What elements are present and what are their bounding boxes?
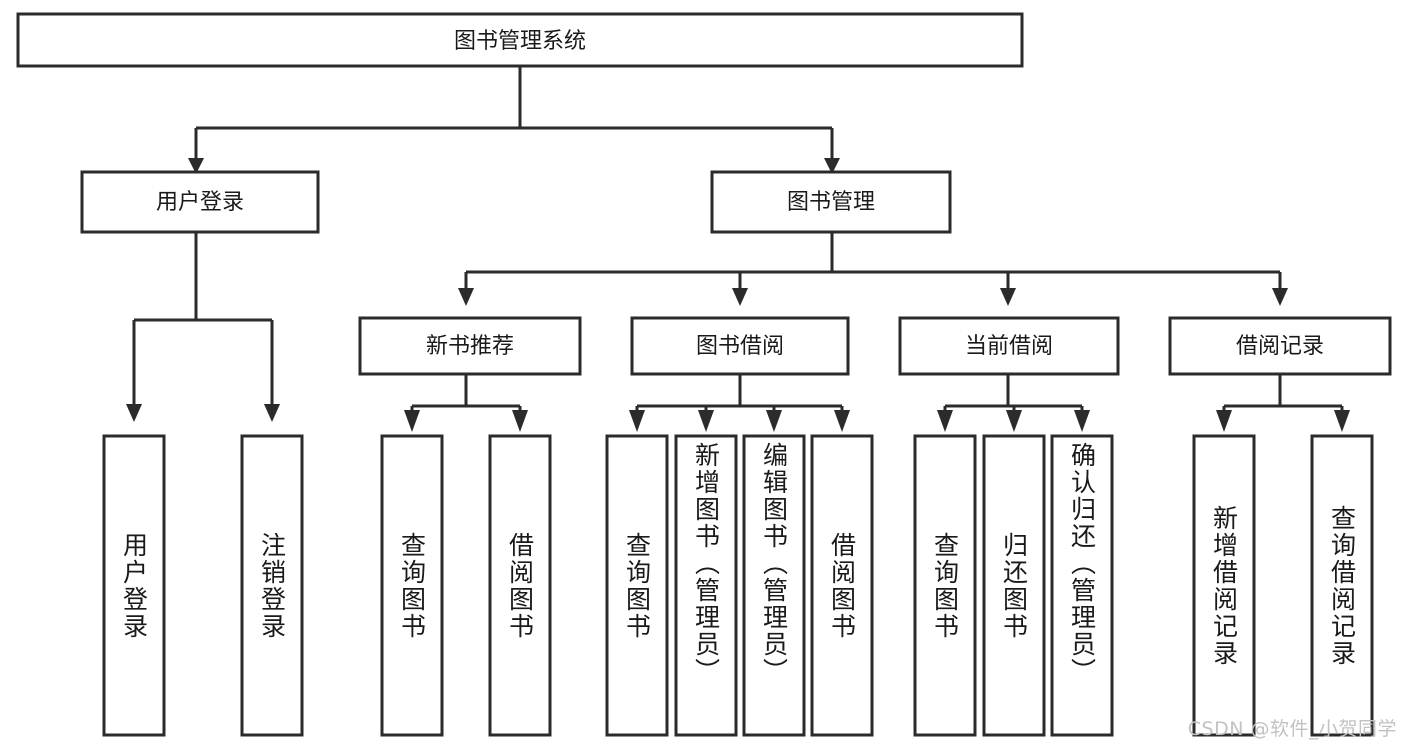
leaf-borrow-book-2[interactable] (810, 434, 874, 737)
node-book-management[interactable]: 图书管理 (710, 170, 952, 234)
connector-bookborrow-to-leaves (629, 374, 850, 432)
connector-currentborrow-to-leaves (937, 374, 1090, 432)
node-user-login[interactable]: 用户登录 (80, 170, 320, 234)
leaf-confirm-return[interactable] (1050, 434, 1114, 737)
leaf-add-record[interactable] (1192, 434, 1256, 737)
node-borrow-record[interactable]: 借阅记录 (1168, 316, 1392, 376)
node-book-borrow[interactable]: 图书借阅 (630, 316, 850, 376)
node-borrow-record-label: 借阅记录 (1236, 334, 1324, 359)
leaf-query-book-3[interactable] (913, 434, 977, 737)
node-book-management-label: 图书管理 (787, 190, 875, 215)
watermark-text: CSDN @软件_小贺同学 (1187, 718, 1397, 740)
node-current-borrow-label: 当前借阅 (965, 334, 1053, 359)
leaf-user-login[interactable] (102, 434, 166, 737)
connector-bookmgmt-to-level3 (458, 232, 1288, 306)
leaf-logout-login[interactable] (240, 434, 304, 737)
node-root[interactable]: 图书管理系统 (16, 12, 1024, 68)
leaf-return-book[interactable] (982, 434, 1046, 737)
connector-newbook-to-leaves (404, 374, 528, 432)
node-user-login-label: 用户登录 (156, 190, 244, 215)
node-book-borrow-label: 图书借阅 (696, 334, 784, 359)
leaf-query-book-2[interactable] (605, 434, 669, 737)
leaf-query-record[interactable] (1310, 434, 1374, 737)
node-new-book-recommend-label: 新书推荐 (426, 334, 514, 359)
connector-root-to-level2 (188, 66, 840, 174)
leaf-edit-book[interactable] (742, 434, 806, 737)
node-current-borrow[interactable]: 当前借阅 (898, 316, 1120, 376)
node-new-book-recommend[interactable]: 新书推荐 (358, 316, 582, 376)
connector-userlogin-to-leaves (126, 232, 280, 422)
connector-borrowrecord-to-leaves (1216, 374, 1350, 432)
leaf-add-book[interactable] (674, 434, 738, 737)
leaf-query-book-1[interactable] (380, 434, 444, 737)
node-root-label: 图书管理系统 (454, 29, 586, 54)
leaf-borrow-book-1[interactable] (488, 434, 552, 737)
